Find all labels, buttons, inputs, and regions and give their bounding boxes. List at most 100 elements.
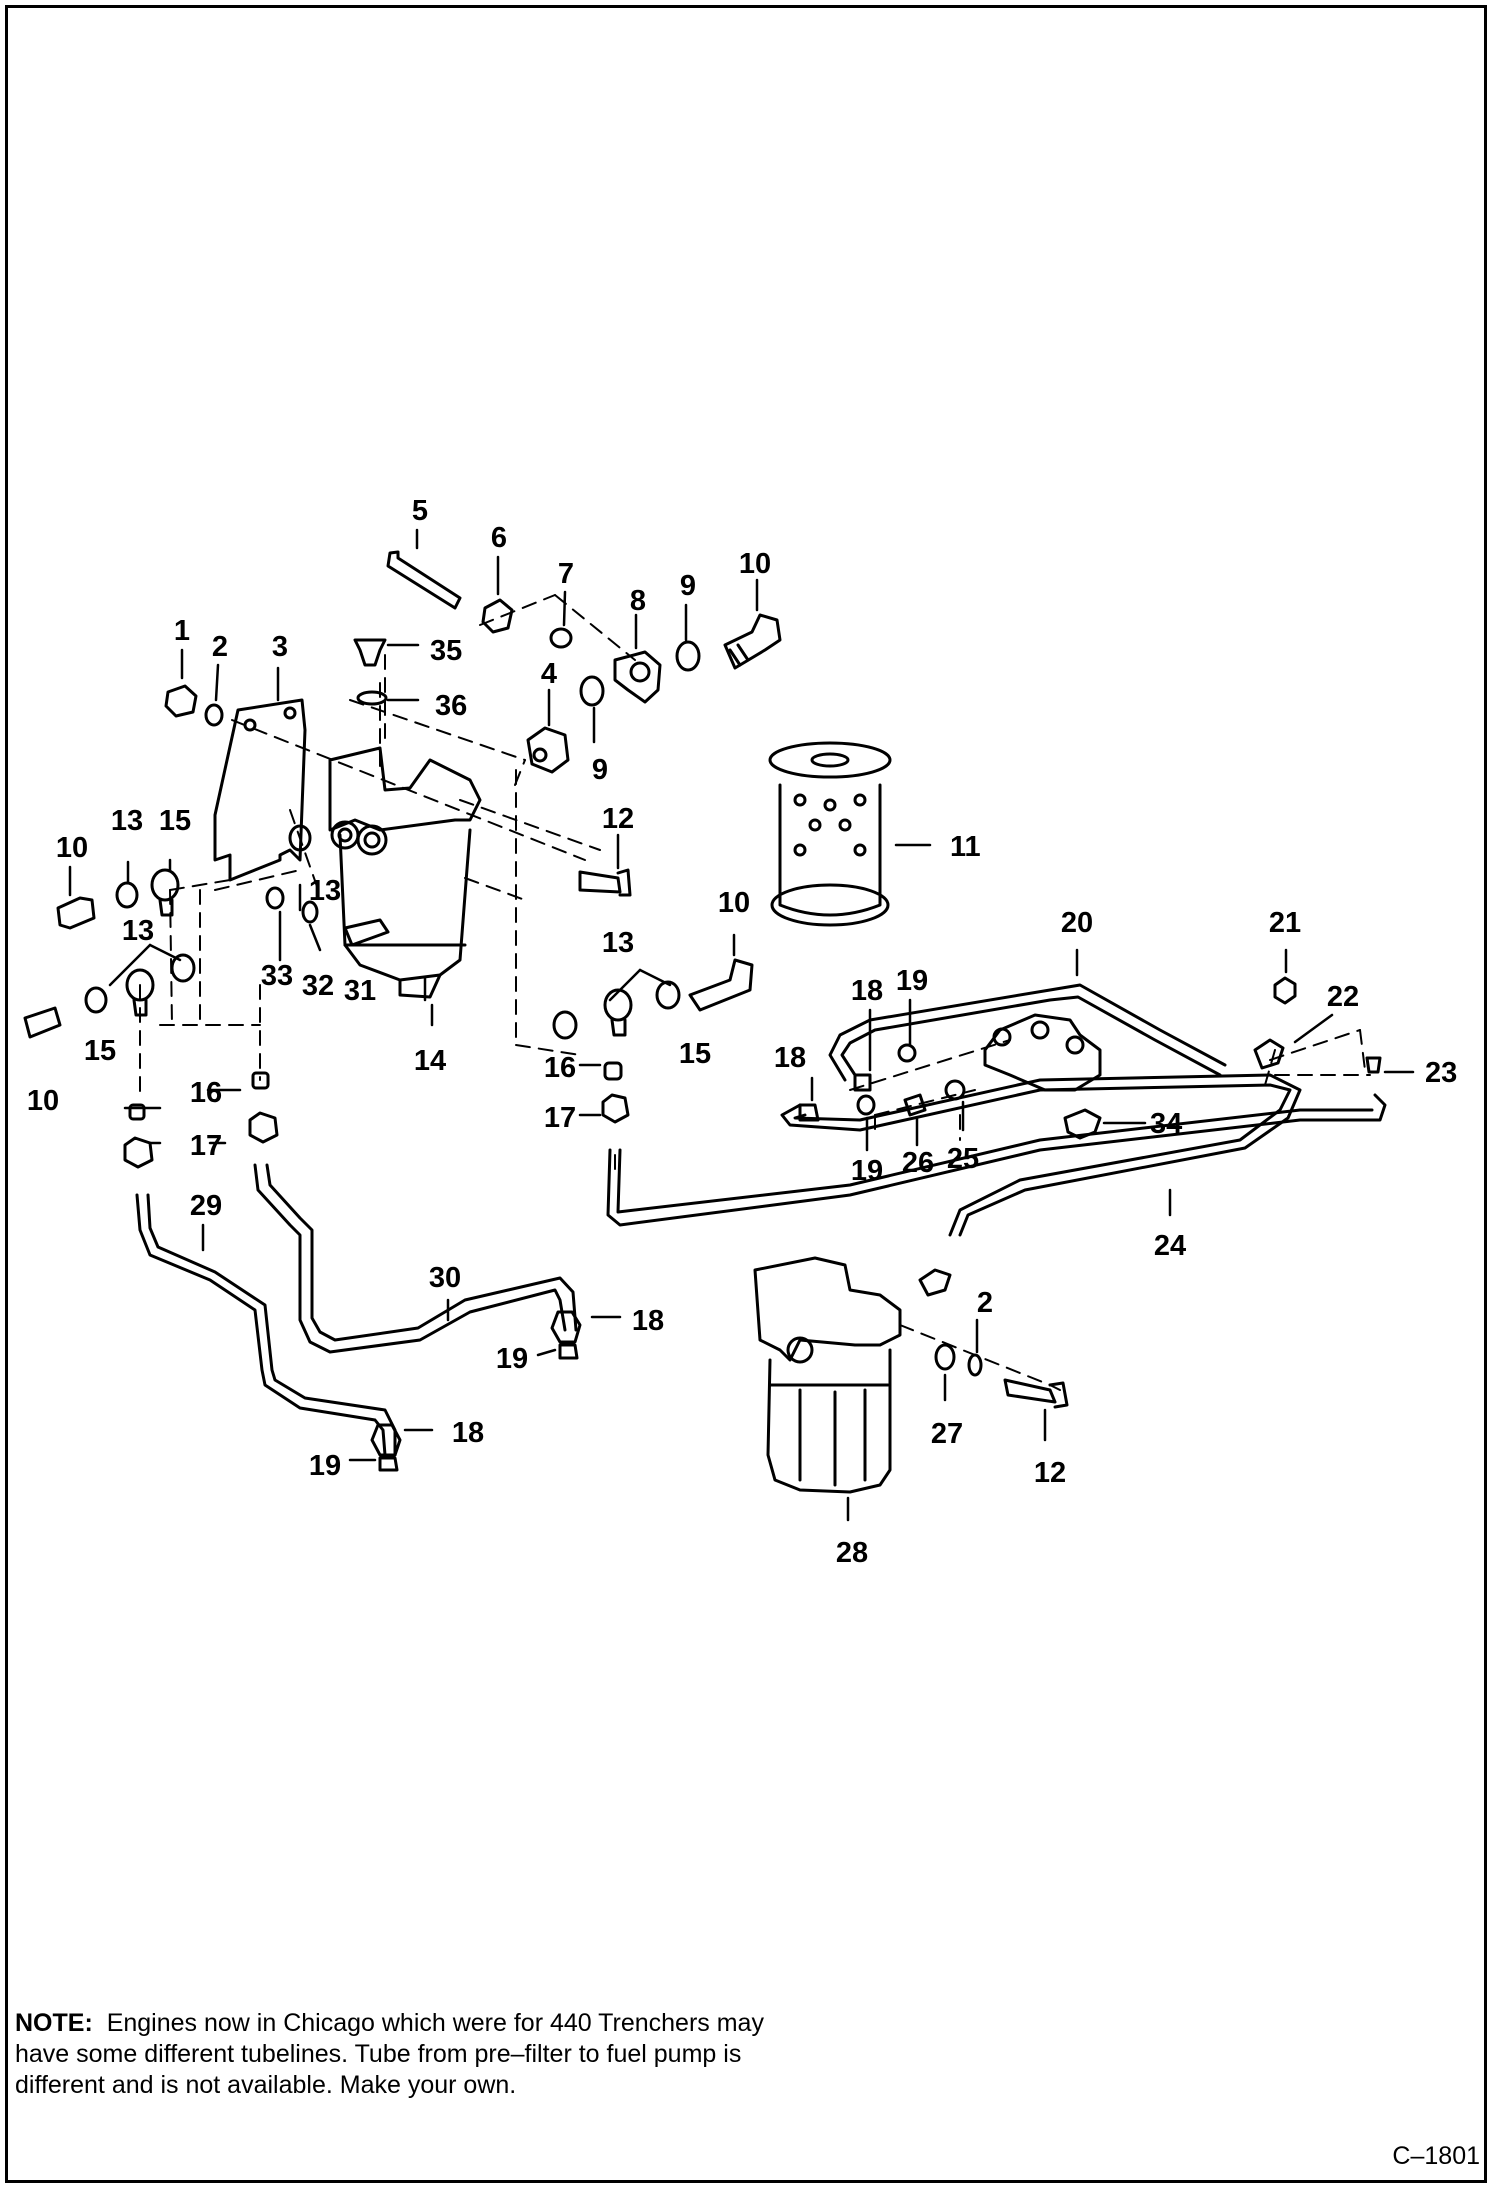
banjo-bolt-10a bbox=[723, 613, 782, 670]
callout-label: 4 bbox=[541, 658, 557, 690]
callout-label: 2 bbox=[212, 631, 228, 663]
tube-29-outline bbox=[146, 1193, 397, 1457]
washer-36 bbox=[356, 690, 388, 706]
filter-bowl-base bbox=[398, 973, 442, 999]
banjo-15c bbox=[603, 988, 633, 1022]
washer-9a bbox=[675, 640, 701, 672]
callout-label: 11 bbox=[950, 831, 981, 863]
callout-label: 21 bbox=[1269, 907, 1301, 939]
washer-13c bbox=[170, 953, 196, 983]
head-port bbox=[363, 831, 381, 849]
callout-label: 12 bbox=[602, 803, 634, 835]
callout-label: 16 bbox=[544, 1052, 576, 1084]
callout-label: 27 bbox=[931, 1418, 963, 1450]
callout-label: 9 bbox=[592, 754, 608, 786]
washer-13e bbox=[552, 1010, 578, 1040]
callout-label: 1 bbox=[174, 615, 190, 647]
fitting-18b bbox=[370, 1423, 402, 1457]
banjo-15b-stem bbox=[132, 998, 148, 1017]
diagram-frame bbox=[5, 5, 1487, 2183]
sleeve-7 bbox=[549, 627, 573, 649]
tube-30 bbox=[253, 1163, 567, 1354]
callout-label: 18 bbox=[632, 1305, 664, 1337]
callout-label: 10 bbox=[718, 887, 750, 919]
fitting-19b bbox=[378, 1456, 399, 1472]
callout-label: 18 bbox=[774, 1042, 806, 1074]
assembly-lines bbox=[139, 594, 1371, 1391]
element-hole bbox=[793, 793, 807, 807]
fitting-26 bbox=[903, 1093, 927, 1117]
element-11-ring bbox=[770, 883, 890, 927]
washer-13b bbox=[84, 986, 108, 1014]
fitting-19d bbox=[856, 1094, 876, 1116]
callout-label: 10 bbox=[56, 832, 88, 864]
fitting-18a bbox=[550, 1310, 582, 1344]
callout-label: 16 bbox=[190, 1077, 222, 1109]
bolt-thread bbox=[728, 648, 742, 667]
callout-label: 8 bbox=[630, 585, 646, 617]
hose-5 bbox=[386, 550, 462, 610]
callout-label: 19 bbox=[496, 1343, 528, 1375]
filter-bowl-28 bbox=[766, 1348, 892, 1494]
element-hole bbox=[838, 818, 852, 832]
fitting-18c bbox=[853, 1073, 872, 1092]
head-port bbox=[330, 820, 360, 850]
elbow-8-eye bbox=[629, 661, 651, 683]
element-hole bbox=[793, 843, 807, 857]
lockwasher-32 bbox=[301, 900, 319, 924]
washer-13d bbox=[288, 824, 312, 852]
banjo-15b bbox=[125, 968, 155, 1002]
note-label: NOTE: bbox=[15, 2009, 93, 2037]
callout-label: 20 bbox=[1061, 907, 1093, 939]
callout-label: 36 bbox=[435, 690, 467, 722]
callout-label: 15 bbox=[84, 1035, 116, 1067]
callout-label: 18 bbox=[452, 1417, 484, 1449]
fitting-19a bbox=[558, 1343, 579, 1360]
fitting-25 bbox=[944, 1079, 966, 1101]
callout-label: 19 bbox=[309, 1450, 341, 1482]
callout-label: 26 bbox=[902, 1147, 934, 1179]
nut-21 bbox=[1273, 976, 1297, 1005]
element-11-top bbox=[768, 741, 892, 779]
fuel-pump bbox=[983, 1013, 1102, 1092]
callout-label: 3 bbox=[272, 631, 288, 663]
drawing-code: C–1801 bbox=[1392, 2142, 1480, 2170]
head-port bbox=[356, 824, 388, 856]
banjo-15a bbox=[150, 868, 180, 902]
callout-label: 10 bbox=[27, 1085, 59, 1117]
element-11-body bbox=[778, 783, 882, 917]
fitting-34 bbox=[1063, 1108, 1102, 1140]
fitting-18d bbox=[798, 1103, 820, 1122]
callout-label: 33 bbox=[261, 960, 293, 992]
callout-label: 31 bbox=[344, 975, 376, 1007]
callout-label: 24 bbox=[1154, 1230, 1186, 1262]
callout-label: 15 bbox=[159, 805, 191, 837]
banjo-15a-stem bbox=[158, 898, 174, 917]
callout-label: 17 bbox=[190, 1130, 222, 1162]
callout-label: 13 bbox=[602, 927, 634, 959]
clamp-22 bbox=[1253, 1038, 1285, 1070]
callout-label: 10 bbox=[739, 548, 771, 580]
tube-main bbox=[606, 1093, 1387, 1227]
callout-label: 35 bbox=[430, 635, 462, 667]
pump-stud bbox=[1030, 1020, 1050, 1040]
tube-20 bbox=[828, 983, 1227, 1082]
sleeve-16b bbox=[128, 1103, 146, 1121]
tube-main-outline bbox=[616, 1108, 1374, 1214]
nut-4-hole bbox=[532, 747, 548, 763]
banjo-bolt-10b bbox=[56, 896, 96, 930]
lockwasher-2b bbox=[967, 1353, 983, 1377]
bolt-12a-head bbox=[616, 868, 632, 897]
filter-head-28 bbox=[753, 1256, 902, 1362]
filter-bowl-14 bbox=[338, 828, 472, 982]
filter-head-14 bbox=[328, 746, 482, 832]
callout-label: 13 bbox=[111, 805, 143, 837]
bracket-hole bbox=[243, 718, 257, 732]
element-hole bbox=[853, 843, 867, 857]
callout-label: 28 bbox=[836, 1537, 868, 1569]
fitting-24-end bbox=[918, 1268, 952, 1297]
nut-17a bbox=[601, 1093, 630, 1124]
banjo-bolt-10d bbox=[688, 958, 754, 1012]
washer-13a bbox=[115, 881, 139, 909]
